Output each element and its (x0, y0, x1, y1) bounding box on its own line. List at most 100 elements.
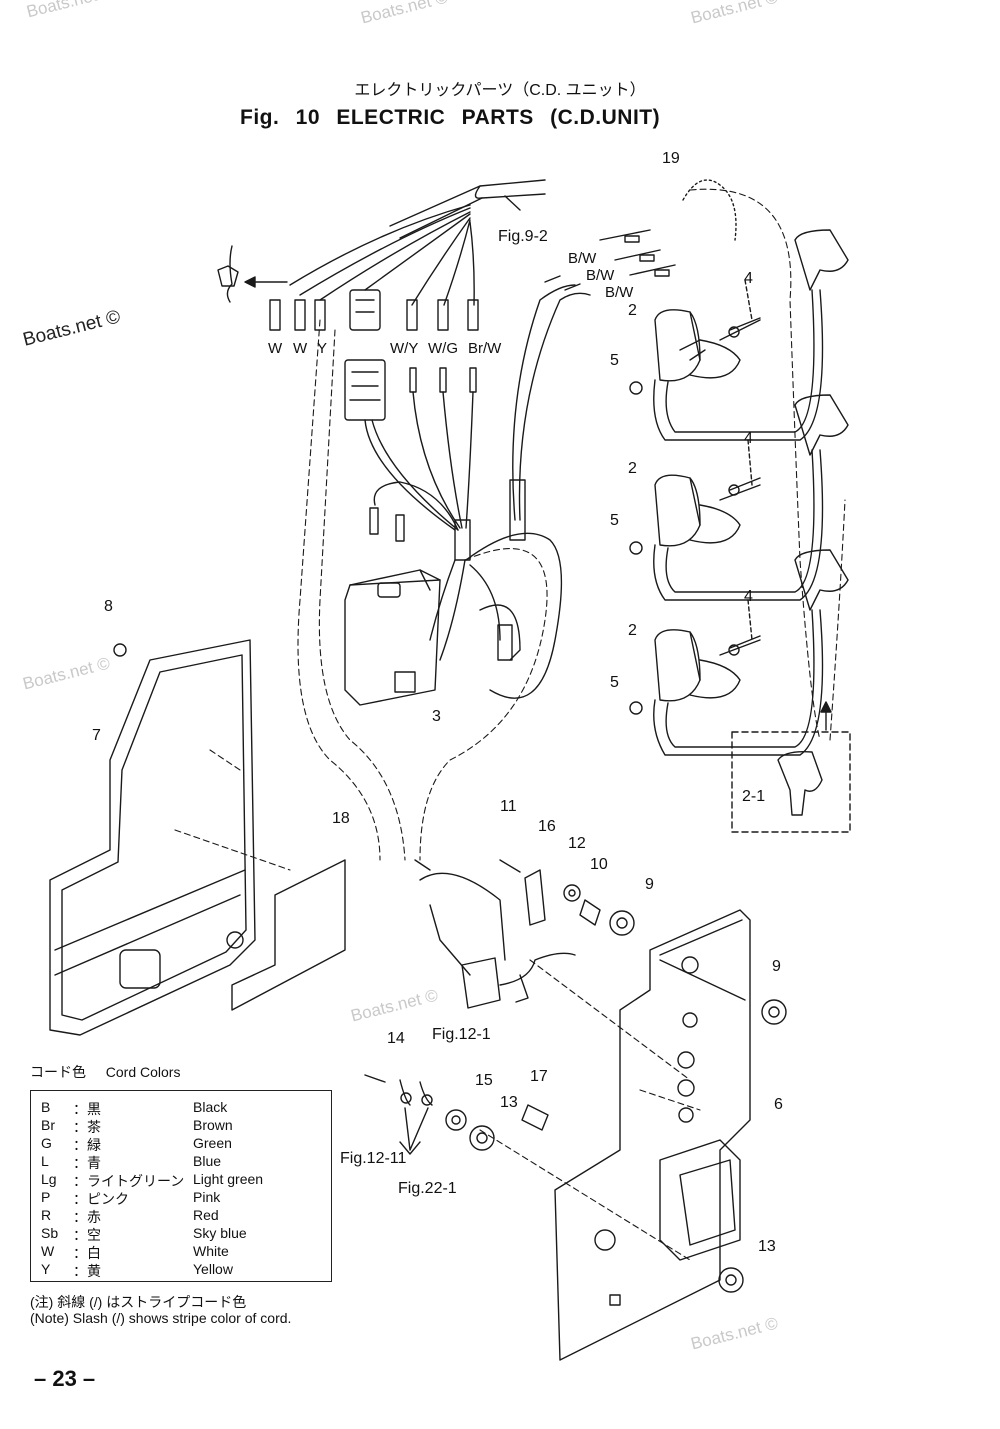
color-name-jp: ：黒 (73, 1101, 101, 1117)
wire-color-label: W/G (428, 340, 458, 357)
hardware-fasteners (364, 859, 787, 1293)
color-name: Red (193, 1207, 219, 1223)
color-code: L (41, 1153, 49, 1169)
legend-row: P ：ピンク Pink (31, 1189, 331, 1207)
cdi-unit-body (344, 569, 441, 706)
legend-row: Lg ：ライトグリーン Light green (31, 1171, 331, 1189)
color-name: Yellow (193, 1261, 233, 1277)
color-name: Pink (193, 1189, 221, 1205)
part-label: 2 (628, 460, 637, 477)
color-code: Y (41, 1261, 51, 1277)
color-code: W (41, 1243, 55, 1259)
wire-color-label: W/Y (390, 340, 419, 357)
figure-reference: Fig.9-2 (498, 228, 548, 245)
wire-color-label: B/W (605, 284, 634, 301)
part-label: 2-1 (742, 788, 766, 805)
wire-harness-trunk (217, 179, 546, 306)
color-name: Light green (193, 1171, 264, 1187)
page-number: – 23 – (34, 1366, 96, 1391)
color-code: R (41, 1207, 52, 1223)
color-code: B (41, 1099, 51, 1115)
color-name-jp: ：ピンク (73, 1191, 129, 1207)
color-name-jp: ：青 (73, 1155, 101, 1171)
part-label: 5 (610, 352, 619, 369)
figure-title-japanese: エレクトリックパーツ（C.D. ユニット） (354, 82, 646, 99)
part-label: 7 (92, 727, 101, 744)
cord-colors-heading: コード色 Cord Colors (30, 1062, 180, 1082)
color-code: Sb (41, 1225, 59, 1241)
part-label: 18 (332, 810, 350, 827)
cdi-harness (344, 275, 591, 699)
color-code: G (41, 1135, 52, 1151)
part-label: 17 (530, 1068, 548, 1085)
legend-note: (Note) Slash (/) shows stripe color of c… (30, 1310, 292, 1326)
color-name-jp: ：白 (73, 1245, 101, 1261)
legend-row: Sb ：空 Sky blue (31, 1225, 331, 1243)
color-name-jp: ：緑 (73, 1137, 101, 1153)
color-name-jp: ：茶 (73, 1119, 101, 1135)
part-label: 12 (568, 835, 586, 852)
legend-row: Br ：茶 Brown (31, 1117, 331, 1135)
color-name: Black (193, 1099, 228, 1115)
legend-row: G ：緑 Green (31, 1135, 331, 1153)
routing-outline (174, 188, 846, 1261)
legend-note-japanese: (注) 斜線 (/) はストライプコード色 (30, 1294, 247, 1310)
part-label: 9 (772, 958, 781, 975)
legend-row: B ：黒 Black (31, 1099, 331, 1117)
legend-row: W ：白 White (31, 1243, 331, 1261)
wire-color-label: B/W (586, 267, 615, 284)
part-label: 6 (774, 1096, 783, 1113)
color-code: Lg (41, 1171, 57, 1187)
part-label: 13 (758, 1238, 776, 1255)
legend-row: L ：青 Blue (31, 1153, 331, 1171)
cord-colors-table: B ：黒 Black Br ：茶 Brown G ：緑 Green L ：青 B… (30, 1090, 332, 1282)
mounting-bracket (554, 909, 751, 1361)
cdi-cover (49, 639, 256, 1036)
legend-row: Y ：黄 Yellow (31, 1261, 331, 1279)
plug-cap-detail (731, 731, 851, 833)
part-label: 15 (475, 1072, 493, 1089)
part-label: 4 (744, 588, 753, 605)
wire-color-label: W (268, 340, 283, 357)
part-label: 16 (538, 818, 556, 835)
wire-color-label: B/W (568, 250, 597, 267)
part-label: 2 (628, 622, 637, 639)
cord-colors-heading-jp: コード色 (30, 1064, 86, 1080)
figure-reference: Fig.22-1 (398, 1180, 457, 1197)
color-name: Green (193, 1135, 232, 1151)
ignition-coils (599, 179, 849, 756)
part-label: 14 (387, 1030, 405, 1047)
wire-connectors-upper (269, 289, 479, 331)
legend-row: R ：赤 Red (31, 1207, 331, 1225)
label-plate (231, 859, 346, 1011)
cord-colors-heading-en: Cord Colors (105, 1064, 181, 1080)
part-label: 3 (432, 708, 441, 725)
part-label: 10 (590, 856, 608, 873)
part-label: 13 (500, 1094, 518, 1111)
part-label: 4 (744, 270, 753, 287)
part-label: 5 (610, 674, 619, 691)
color-name: Brown (193, 1117, 233, 1133)
color-name-jp: ：空 (73, 1227, 101, 1243)
color-name-jp: ：黄 (73, 1263, 101, 1279)
part-label: 11 (500, 798, 517, 815)
color-name: Sky blue (193, 1225, 247, 1241)
figure-title: Fig. 10 ELECTRIC PARTS (C.D.UNIT) (240, 106, 661, 129)
figure-reference: Fig.12-11 (340, 1150, 407, 1167)
part-label: 19 (662, 150, 680, 167)
wire-color-label: Br/W (468, 340, 502, 357)
color-name: Blue (193, 1153, 222, 1169)
part-label: 4 (744, 430, 753, 447)
color-code: P (41, 1189, 51, 1205)
part-label: 8 (104, 598, 113, 615)
part-label: 9 (645, 876, 654, 893)
part-label: 2 (628, 302, 637, 319)
color-name-jp: ：ライトグリーン (73, 1173, 185, 1189)
wire-color-label: Y (317, 340, 328, 357)
color-name: White (193, 1243, 229, 1259)
color-name-jp: ：赤 (73, 1209, 101, 1225)
color-code: Br (41, 1117, 55, 1133)
part-label: 5 (610, 512, 619, 529)
